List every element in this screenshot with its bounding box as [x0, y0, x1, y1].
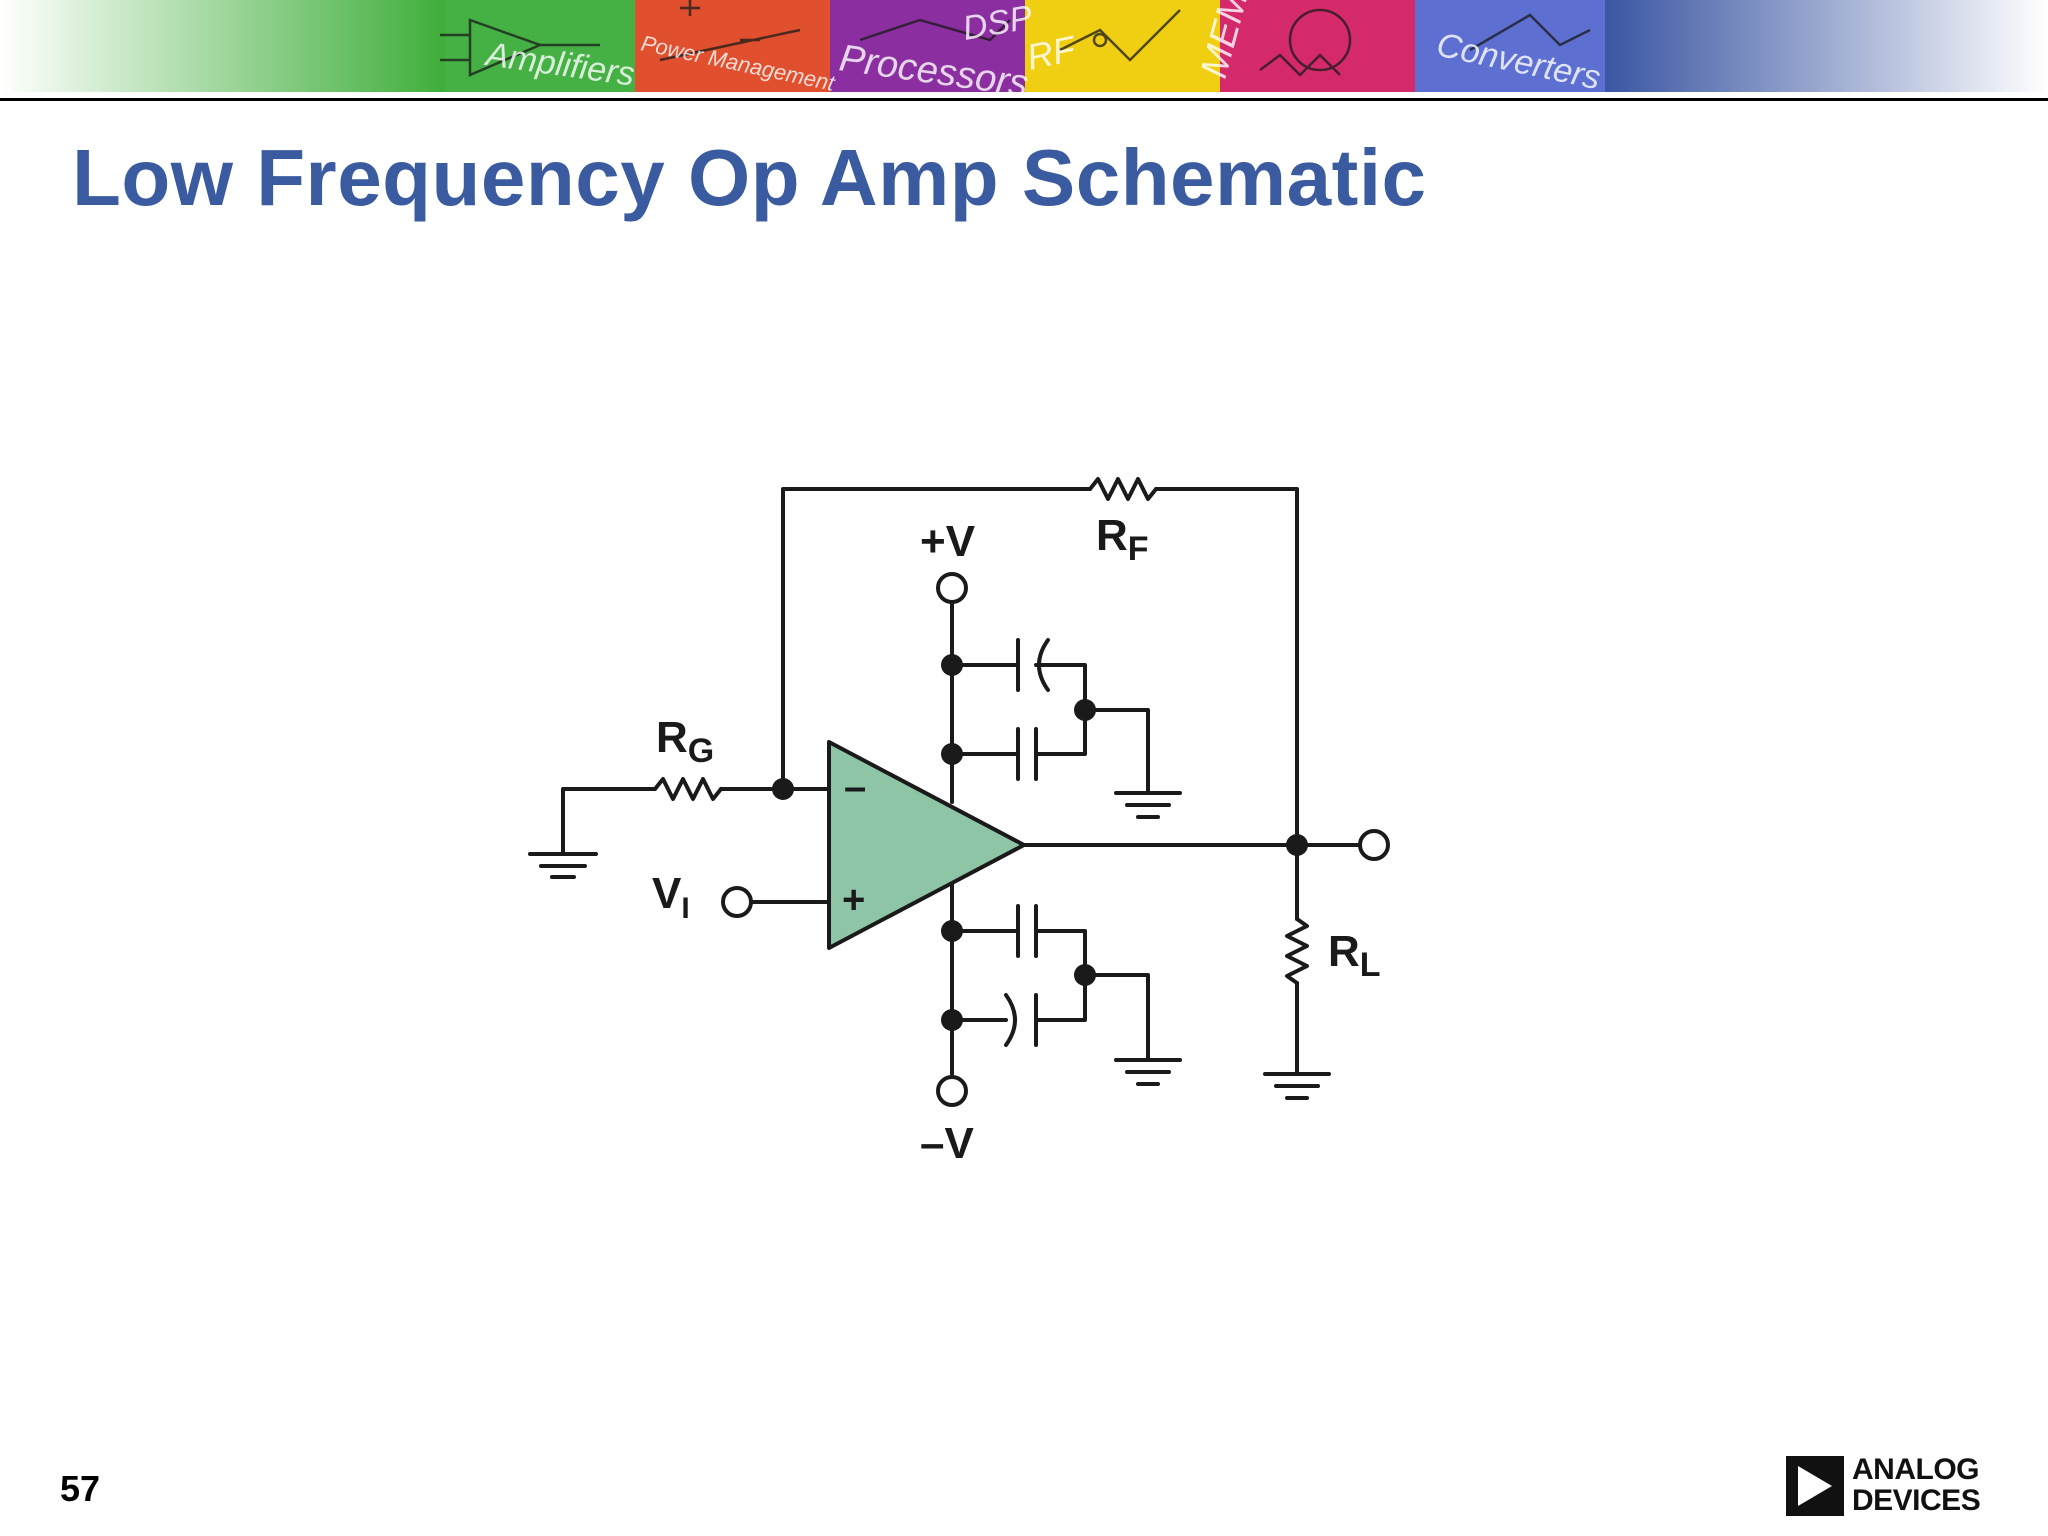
junction-vpos-ground	[1074, 699, 1096, 721]
logo-line-2: DEVICES	[1852, 1484, 1981, 1517]
vpos-cap-1	[950, 638, 1087, 712]
label-noninverting-input: +	[842, 878, 865, 922]
terminal-vneg	[936, 1075, 968, 1107]
feedback-wire-left	[781, 487, 1092, 790]
page-number: 57	[60, 1468, 101, 1509]
vneg-ground-wire	[1083, 973, 1150, 1062]
banner-label-rf: RF	[1023, 27, 1080, 77]
vneg-cap-1	[950, 904, 1087, 977]
terminal-vpos	[936, 572, 968, 604]
junction-inverting	[772, 778, 794, 800]
header-banner: Amplifiers Power Management Processors D…	[0, 0, 2048, 92]
label-rl: RL	[1328, 927, 1381, 984]
feedback-wire-right	[1154, 487, 1299, 847]
ground-symbol-rg	[528, 852, 598, 879]
logo-wordmark: ANALOG DEVICES	[1852, 1454, 2002, 1516]
label-vneg: –V	[920, 1119, 974, 1168]
ground-symbol-vpos	[1114, 791, 1182, 819]
junction-vpos-cap1	[941, 654, 963, 676]
rg-ground-wire	[561, 787, 657, 856]
ground-symbol-vneg	[1114, 1058, 1182, 1086]
slide-title: Low Frequency Op Amp Schematic	[72, 133, 1427, 222]
label-vi: VI	[652, 869, 690, 925]
analog-devices-logo: ANALOG DEVICES	[1786, 1454, 1996, 1518]
header-divider	[0, 98, 2048, 101]
ground-symbol-rl	[1263, 1072, 1331, 1100]
terminal-output	[1358, 829, 1390, 861]
resistor-rg	[653, 777, 723, 801]
junction-dots	[772, 654, 1308, 1031]
label-rg: RG	[656, 713, 714, 770]
vpos-ground-wire	[1083, 708, 1150, 795]
junction-vpos-cap2	[941, 743, 963, 765]
junction-vneg-ground	[1074, 964, 1096, 986]
resistor-rf	[1088, 477, 1158, 501]
logo-line-1: ANALOG	[1852, 1453, 1980, 1486]
label-vpos: +V	[920, 517, 976, 566]
label-rf: RF	[1096, 511, 1149, 568]
vneg-cap-2	[950, 973, 1087, 1047]
junction-vneg-cap1	[941, 920, 963, 942]
label-inverting-input: –	[844, 765, 866, 809]
junction-output	[1286, 834, 1308, 856]
vpos-cap-2	[950, 708, 1087, 781]
terminal-vi	[721, 886, 753, 918]
resistor-rl	[1285, 917, 1309, 985]
junction-vneg-cap2	[941, 1009, 963, 1031]
op-amp-triangle	[827, 740, 1026, 950]
logo-triangle-icon	[1786, 1456, 1844, 1516]
